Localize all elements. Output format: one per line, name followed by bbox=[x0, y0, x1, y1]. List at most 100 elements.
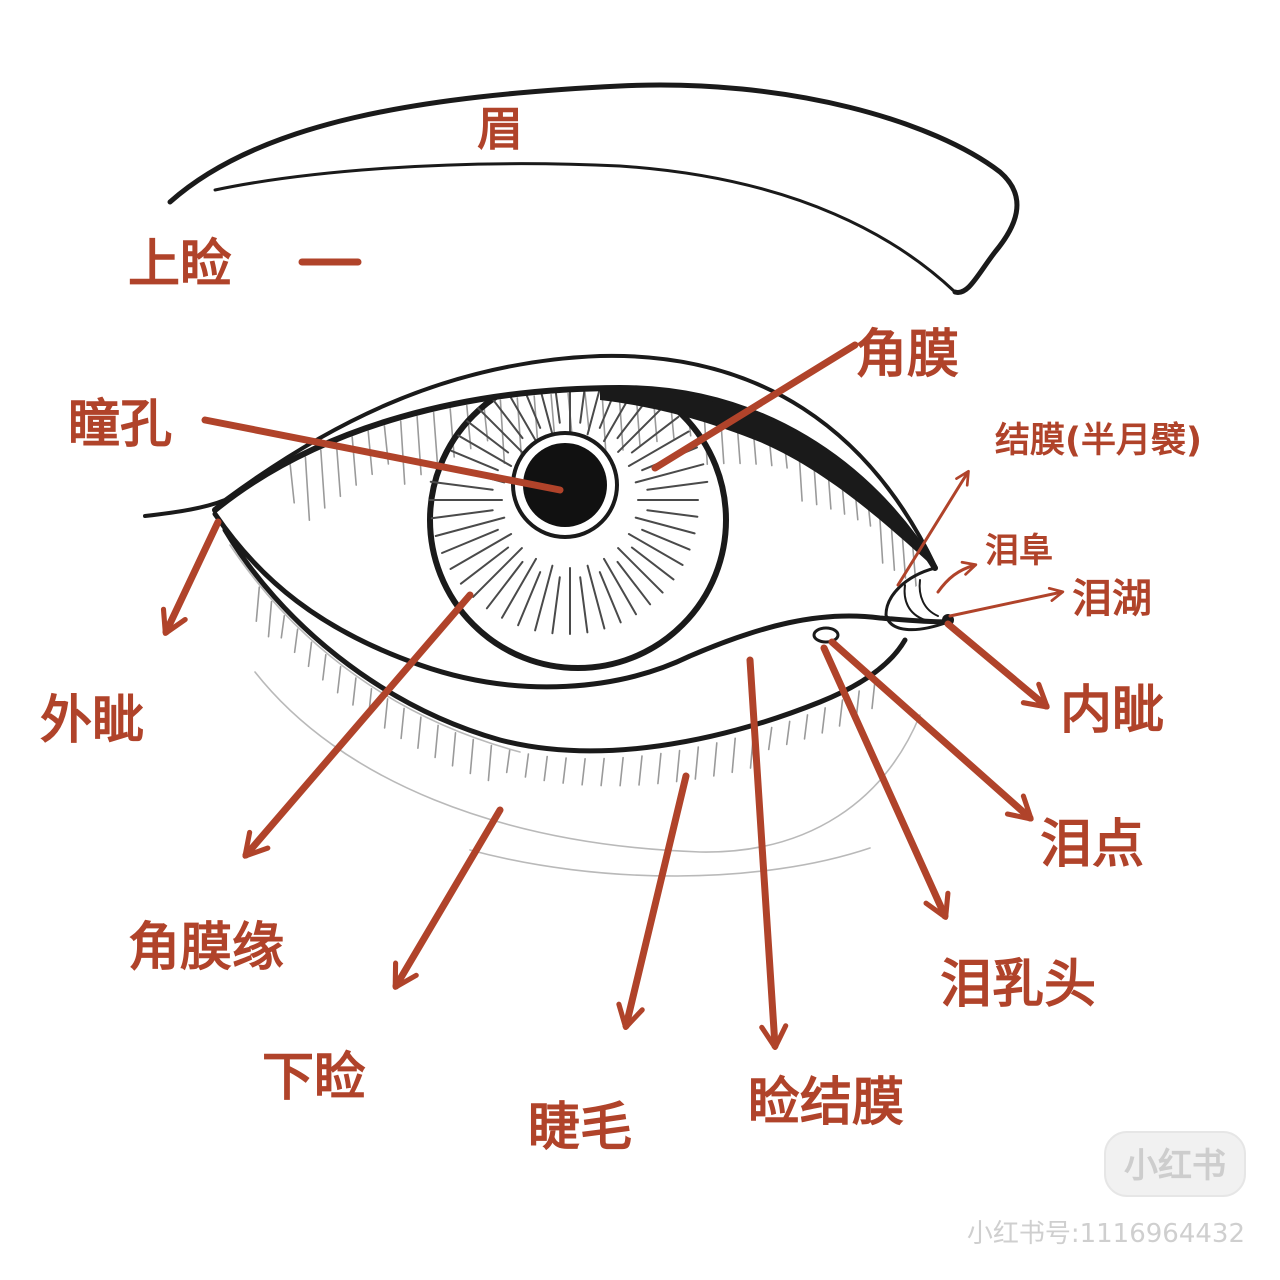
pupil-pointer bbox=[201, 416, 564, 494]
lower-lash bbox=[821, 707, 827, 734]
label-upper-eyelid: 上睑 bbox=[128, 235, 232, 295]
lower-shadow-lines bbox=[229, 544, 921, 877]
iris-fiber bbox=[450, 449, 499, 472]
iris-fiber bbox=[441, 528, 499, 554]
label-eyelashes: 睫毛 bbox=[528, 1098, 632, 1158]
lower-eyelid-arrow bbox=[392, 806, 504, 990]
lower-fold-line bbox=[254, 671, 921, 853]
conjunctiva-arrow bbox=[896, 469, 970, 587]
lower-lash bbox=[785, 720, 791, 746]
lower-fold-line bbox=[229, 544, 521, 753]
iris-fiber bbox=[579, 388, 589, 424]
upper-lash bbox=[304, 456, 311, 522]
iris-fiber bbox=[630, 415, 680, 454]
lower-lash bbox=[543, 755, 549, 782]
limbus-arrow bbox=[242, 591, 474, 859]
lower-lash bbox=[638, 755, 643, 786]
label-lower-eyelid: 下睑 bbox=[262, 1048, 366, 1108]
iris-fiber bbox=[472, 547, 523, 598]
lower-lash bbox=[487, 744, 493, 782]
lower-lash bbox=[838, 699, 844, 727]
lower-lash bbox=[581, 757, 586, 786]
cornea-pointer bbox=[651, 341, 859, 472]
iris-fiber bbox=[630, 546, 675, 581]
labels: 眉 上睑 角膜 瞳孔 结膜(半月襞) 泪阜 泪湖 外眦 内眦 泪点 角膜缘 泪乳… bbox=[40, 102, 1202, 1158]
inner-canthus-arrow bbox=[944, 620, 1050, 710]
pointer-arrows bbox=[160, 258, 1065, 1051]
lower-lash bbox=[731, 737, 737, 774]
iris-fiber bbox=[551, 388, 561, 424]
lower-lash bbox=[352, 677, 357, 706]
lower-eyelid-margin bbox=[212, 511, 951, 690]
upper-lash bbox=[449, 408, 456, 458]
lower-lash bbox=[267, 600, 273, 638]
lower-lash bbox=[657, 752, 662, 785]
lower-eyelid-edge bbox=[222, 527, 908, 754]
lower-lash bbox=[293, 628, 299, 654]
label-conjunctiva: 结膜(半月襞) bbox=[995, 420, 1202, 461]
lower-lash bbox=[562, 757, 567, 784]
iris-fiber bbox=[603, 557, 637, 616]
inner-corner bbox=[812, 566, 954, 644]
upper-lash bbox=[335, 442, 342, 498]
iris-fiber bbox=[466, 420, 510, 454]
caruncle-arrow bbox=[936, 560, 978, 594]
iris-fiber bbox=[586, 388, 606, 436]
semilunar-fold bbox=[918, 579, 939, 617]
upper-lash bbox=[351, 436, 358, 486]
iris-fiber bbox=[485, 560, 524, 610]
papilla-arrow bbox=[820, 644, 951, 920]
lower-fold-line bbox=[469, 847, 871, 877]
lower-lash bbox=[675, 749, 681, 783]
upper-lash bbox=[319, 449, 326, 509]
lower-lash bbox=[417, 716, 422, 750]
label-pupil: 瞳孔 bbox=[68, 395, 172, 455]
iris-fiber bbox=[627, 430, 690, 467]
upper-lash bbox=[432, 411, 439, 467]
lower-lashes bbox=[255, 586, 876, 787]
lower-lash bbox=[434, 724, 439, 759]
watermark-account: 小红书号:1116964432 bbox=[967, 1219, 1245, 1249]
iris-fiber bbox=[434, 516, 506, 537]
lower-lash bbox=[451, 731, 457, 767]
iris-fiber bbox=[457, 434, 513, 467]
iris-fiber bbox=[551, 576, 561, 635]
semilunar-fold bbox=[903, 584, 926, 621]
lower-lash bbox=[524, 753, 530, 778]
upper-eyelid-shadow bbox=[600, 388, 935, 568]
label-papilla: 泪乳头 bbox=[940, 955, 1096, 1015]
lacrimal-lake-arrow bbox=[948, 586, 1065, 618]
lower-lash bbox=[255, 586, 261, 623]
iris-fiber bbox=[617, 402, 668, 453]
iris-fiber bbox=[646, 480, 709, 491]
label-limbus: 角膜缘 bbox=[128, 918, 284, 978]
iris-fiber bbox=[641, 528, 691, 551]
lower-lash bbox=[619, 756, 624, 787]
iris-fiber bbox=[459, 546, 510, 585]
lower-lash bbox=[871, 679, 876, 710]
iris-fiber bbox=[646, 509, 699, 518]
lower-lash bbox=[336, 665, 342, 694]
iris-fiber bbox=[429, 480, 494, 491]
iris-fiber bbox=[579, 576, 589, 634]
upper-eyelid-crease bbox=[143, 353, 937, 568]
iris-fiber bbox=[634, 463, 705, 484]
iris-fiber bbox=[634, 516, 696, 535]
iris-fiber bbox=[517, 571, 542, 627]
iris-fiber bbox=[534, 564, 554, 632]
watermark: 小红书 小红书号:1116964432 bbox=[967, 1131, 1246, 1249]
iris-outline bbox=[427, 388, 729, 671]
label-punctum: 泪点 bbox=[1040, 815, 1144, 875]
eyebrow-outline bbox=[167, 82, 1020, 295]
label-caruncle: 泪阜 bbox=[985, 531, 1053, 571]
iris-fiber bbox=[477, 407, 523, 453]
upper-lash bbox=[289, 463, 296, 504]
upper-lash bbox=[399, 420, 406, 485]
lower-lash bbox=[600, 757, 605, 787]
lower-lash bbox=[505, 749, 511, 774]
label-cornea: 角膜 bbox=[855, 325, 959, 385]
upper-lash bbox=[601, 391, 607, 457]
eyebrow-lower-edge bbox=[213, 162, 957, 294]
lacrimal-punctum bbox=[812, 626, 840, 644]
